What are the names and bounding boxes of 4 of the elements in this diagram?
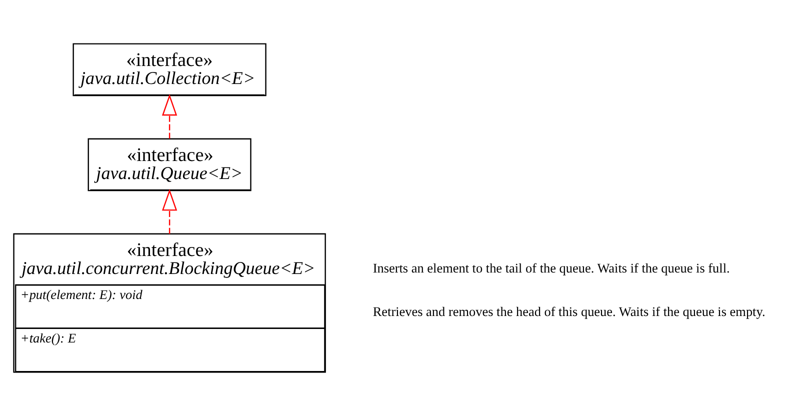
node-label: Inserts an element to the tail of the queue. Waits if the queue is full.	[372, 260, 730, 276]
arrow	[162, 94, 178, 139]
arrow	[162, 189, 178, 234]
node-label: Retrieves and removes the head of this queue. Waits if the queue is empty.	[372, 304, 766, 320]
